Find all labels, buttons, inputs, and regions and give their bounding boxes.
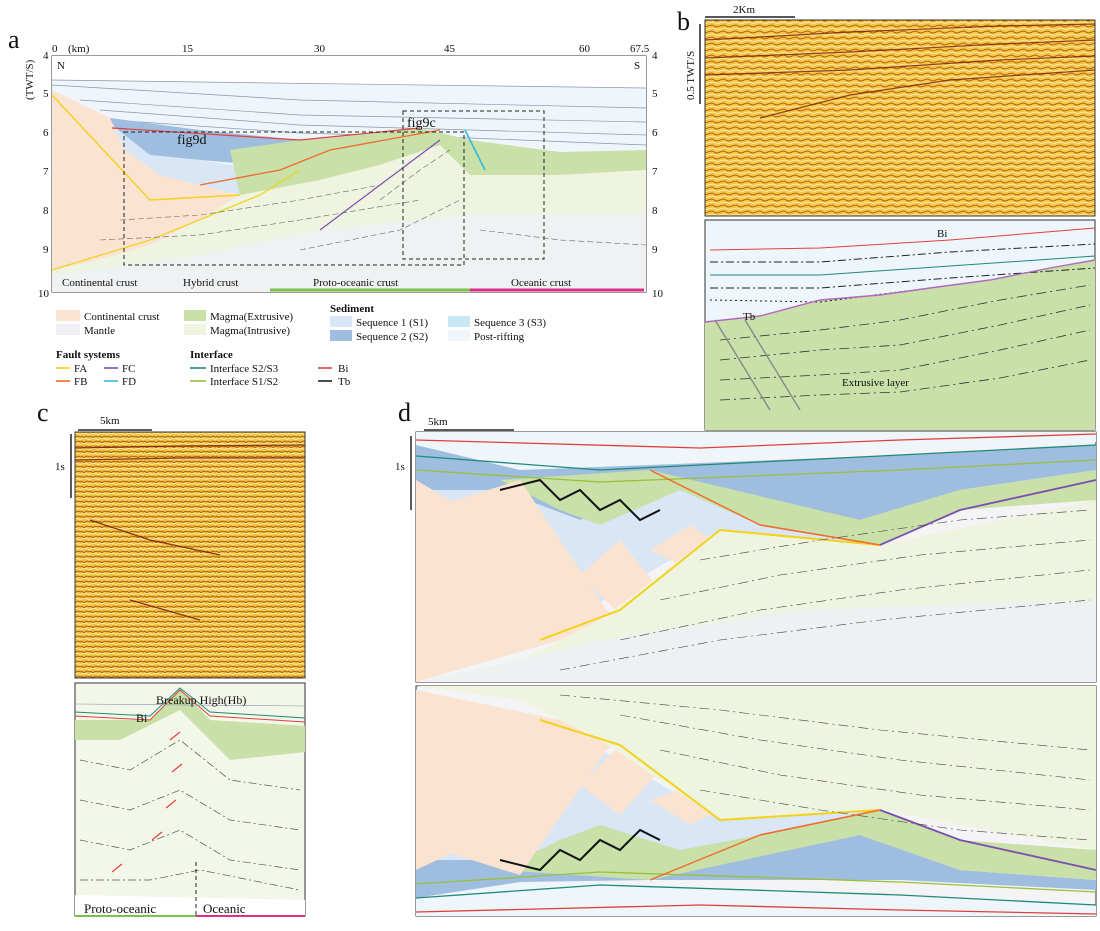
legend-s2: Sequence 2 (S2)	[356, 331, 428, 343]
legend-s2s3: Interface S2/S3	[210, 363, 279, 375]
legend-swatch-extrusive	[184, 310, 206, 321]
panel-a-section: fig9d fig9c N S Continental crust Hybrid…	[51, 55, 647, 293]
scale-d: 5km	[428, 416, 448, 428]
legend-s1: Sequence 1 (S1)	[356, 317, 428, 329]
y-tick: 5	[43, 88, 49, 100]
panel-c: c 5km 1s Breakup High(Hb)	[37, 398, 306, 917]
y-tick: 7	[43, 166, 49, 178]
crust-label: Oceanic crust	[511, 277, 571, 289]
y-tick: 7	[652, 166, 658, 178]
panel-a: a 0 (km) 15 30 45 60 67.5 (TWT/S) 4 5 6 …	[8, 25, 664, 388]
vscale-c: 1s	[55, 461, 65, 473]
legend-sediment-title: Sediment	[330, 303, 374, 315]
y-tick: 8	[43, 205, 49, 217]
legend-fc: FC	[122, 363, 135, 375]
breakup-high-label: Breakup High(Hb)	[156, 693, 246, 707]
y-tick: 8	[652, 205, 658, 217]
tb-label-b: Tb	[743, 311, 756, 323]
legend-s1s2: Interface S1/S2	[210, 376, 278, 388]
legend-swatch-mantle	[56, 324, 80, 335]
crust-label: Proto-oceanic crust	[313, 277, 398, 289]
legend: Continental crust Mantle Magma(Extrusive…	[56, 303, 546, 388]
y-axis-label: (TWT/S)	[24, 59, 36, 100]
callout-label-d: fig9d	[177, 133, 207, 148]
legend-extrusive: Magma(Extrusive)	[210, 311, 293, 323]
legend-interface-title: Interface	[190, 349, 233, 361]
panel-a-y-axis-left: (TWT/S) 4 5 6 7 8 9 10	[24, 50, 50, 300]
crust-label: Continental crust	[62, 277, 137, 289]
y-tick: 5	[652, 88, 658, 100]
legend-mantle: Mantle	[84, 325, 115, 337]
oceanic-label: Oceanic	[203, 901, 246, 916]
y-tick: 9	[652, 244, 658, 256]
legend-tb: Tb	[338, 376, 351, 388]
legend-fault-title: Fault systems	[56, 349, 121, 361]
legend-swatch-continental	[56, 310, 80, 321]
extrusive-label: Extrusive layer	[842, 377, 909, 389]
legend-intrusive: Magma(Intrusive)	[210, 325, 290, 337]
bi-label-b: Bi	[937, 228, 947, 240]
callout-box-c	[402, 110, 545, 260]
legend-swatch-s2	[330, 330, 352, 341]
seismic-c	[74, 431, 306, 679]
legend-continental: Continental crust	[84, 311, 159, 323]
y-tick: 9	[43, 244, 49, 256]
y-tick: 4	[652, 50, 658, 62]
y-tick: 10	[652, 288, 664, 300]
x-tick: 67.5	[630, 43, 650, 55]
legend-swatch-s1	[330, 316, 352, 327]
seismic-b	[704, 19, 1096, 217]
legend-swatch-intrusive	[184, 324, 206, 335]
bi-label-c: Bi	[136, 711, 148, 725]
callout-box-d	[123, 131, 465, 266]
x-tick: 30	[314, 43, 326, 55]
y-tick: 6	[43, 127, 49, 139]
south-label: S	[634, 60, 640, 72]
x-unit: (km)	[68, 43, 90, 55]
legend-post: Post-rifting	[474, 331, 525, 343]
vscale-d: 1s	[395, 461, 405, 473]
panel-b-letter: b	[677, 7, 690, 36]
crust-label: Hybrid crust	[183, 277, 238, 289]
x-tick: 45	[444, 43, 456, 55]
vscale-b: 0.5 TWT/S	[685, 51, 697, 100]
legend-bi: Bi	[338, 363, 348, 375]
panel-d-letter: d	[398, 398, 411, 427]
scale-c: 5km	[100, 415, 120, 427]
legend-s3: Sequence 3 (S3)	[474, 317, 546, 329]
x-tick: 60	[579, 43, 591, 55]
panel-a-letter: a	[8, 25, 20, 54]
proto-oceanic-label: Proto-oceanic	[84, 901, 156, 916]
y-tick: 10	[38, 288, 50, 300]
legend-swatch-s3	[448, 316, 470, 327]
panel-b: b 2Km 0.5 TWT/S	[677, 4, 1096, 431]
scale-b: 2Km	[733, 4, 755, 16]
y-tick: 6	[652, 127, 658, 139]
panel-c-letter: c	[37, 398, 49, 427]
legend-fb: FB	[74, 376, 87, 388]
legend-fa: FA	[74, 363, 87, 375]
panel-a-x-axis: 0 (km) 15 30 45 60 67.5	[52, 43, 650, 55]
panel-a-y-axis-right: 4 5 6 7 8 9 10	[652, 50, 664, 300]
legend-fd: FD	[122, 376, 136, 388]
x-tick: 0	[52, 43, 58, 55]
legend-swatch-post	[448, 330, 470, 341]
north-label: N	[57, 60, 65, 72]
y-tick: 4	[43, 50, 49, 62]
x-tick: 15	[182, 43, 194, 55]
callout-label-c: fig9c	[407, 116, 436, 131]
panel-d: d 5km 1s	[395, 398, 1097, 917]
